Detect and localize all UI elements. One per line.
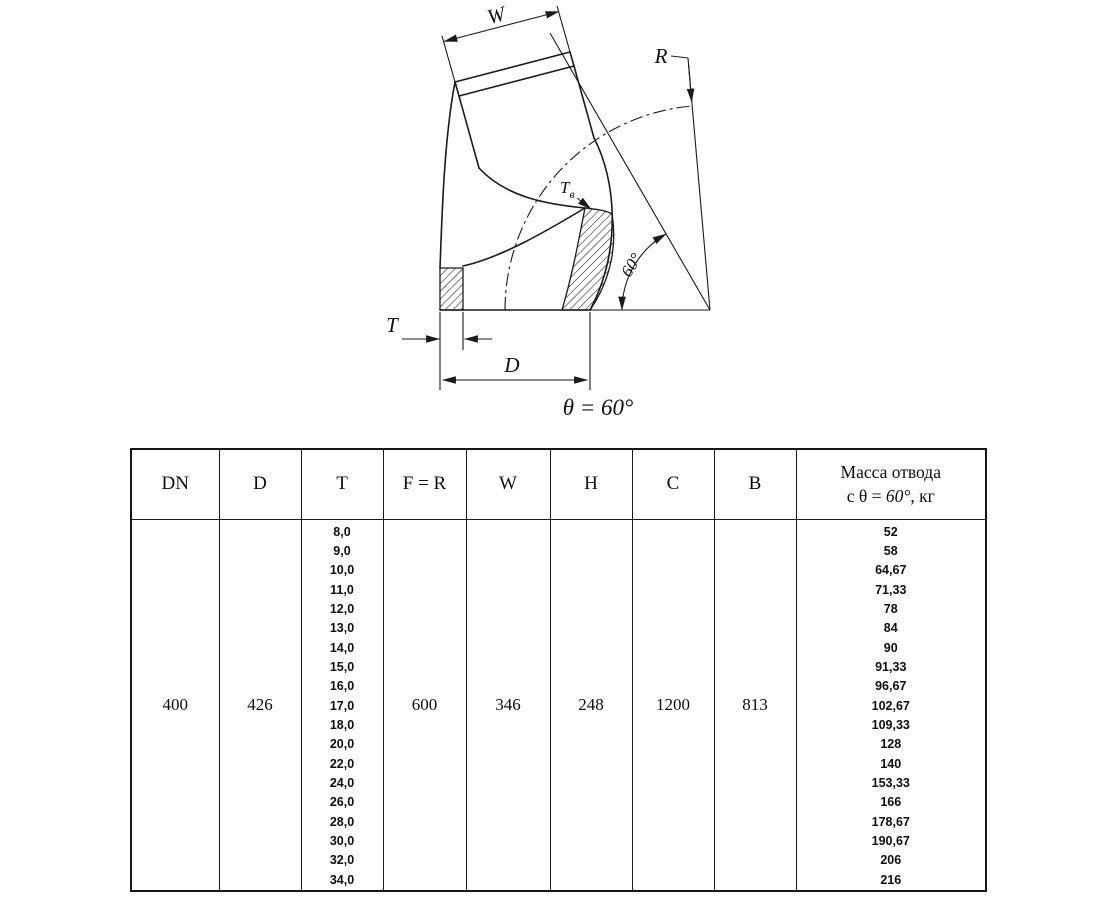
dim-label-t: T xyxy=(386,313,399,337)
t-value: 17,0 xyxy=(329,698,355,713)
mass-value: 128 xyxy=(880,737,902,752)
mass-value: 102,67 xyxy=(871,698,910,713)
t-value: 26,0 xyxy=(329,795,355,810)
elbow-outline xyxy=(439,51,614,311)
mass-value: 96,67 xyxy=(875,679,907,694)
dimension-w xyxy=(441,5,571,83)
data-row: 400 426 8,0 9,0 10,0 11,0 12,0 13,0 14,0 15,0 16… xyxy=(130,518,987,892)
mass-value: 153,33 xyxy=(871,775,910,790)
mass-header-line1: Масса отвода xyxy=(840,461,941,482)
dimension-r xyxy=(686,63,695,103)
dim-label-tb-sub: в xyxy=(569,187,574,201)
t-value: 8,0 xyxy=(333,524,351,539)
table-wrap: DN D T F = R W H C B Масса отвода с θ = … xyxy=(130,448,987,893)
mass-header-pre: с θ = xyxy=(846,486,886,507)
col-header-fr: F = R xyxy=(382,448,467,520)
mass-value: 178,67 xyxy=(871,814,910,829)
cell-mass: 52 58 64,67 71,33 78 84 90 91,33 96,67 102,67 109,… xyxy=(795,518,987,892)
dimension-tb xyxy=(576,197,592,210)
mass-value: 166 xyxy=(880,795,902,810)
mass-value: 84 xyxy=(883,621,898,636)
col-header-h: H xyxy=(549,448,633,520)
t-value: 30,0 xyxy=(329,834,355,848)
dim-label-d: D xyxy=(503,353,519,377)
t-values-list: 8,0 9,0 10,0 11,0 12,0 13,0 14,0 15,0 16,0 17,0 18… xyxy=(302,520,383,891)
t-value: 24,0 xyxy=(329,775,355,790)
col-header-w: W xyxy=(465,448,551,520)
dim-label-r: R xyxy=(654,44,668,68)
t-value: 18,0 xyxy=(329,717,355,732)
dim-label-w: W xyxy=(485,1,511,29)
col-header-d: D xyxy=(218,448,302,520)
t-value: 11,0 xyxy=(330,582,354,597)
mass-header-post: , кг xyxy=(910,486,935,507)
t-value: 32,0 xyxy=(329,853,355,868)
col-header-dn: DN xyxy=(130,448,220,520)
t-value: 16,0 xyxy=(329,679,355,694)
dimensions-table: DN D T F = R W H C B Масса отвода с θ = … xyxy=(130,448,987,893)
col-header-t: T xyxy=(300,448,384,520)
mass-header-line2: с θ = 60°, кг xyxy=(797,484,986,509)
col-header-b: B xyxy=(713,448,797,520)
dimension-t xyxy=(402,312,492,390)
mass-value: 140 xyxy=(880,756,902,771)
cell-t: 8,0 9,0 10,0 11,0 12,0 13,0 14,0 15,0 16,0 17,0 18… xyxy=(300,518,384,892)
angle-arc xyxy=(618,233,667,311)
dim-label-tb-main: T xyxy=(560,178,571,197)
cell-dn: 400 xyxy=(130,518,220,892)
t-value: 9,0 xyxy=(333,543,351,558)
centerline-arc xyxy=(504,105,693,311)
mass-value: 58 xyxy=(883,543,898,558)
dimension-d xyxy=(441,312,591,390)
mass-value: 190,67 xyxy=(871,834,910,848)
col-header-mass: Масса отвода с θ = 60°, кг xyxy=(795,448,987,520)
hatch-section-inner xyxy=(561,207,615,311)
cell-h: 248 xyxy=(549,518,633,892)
mass-header-angle: 60° xyxy=(885,486,911,507)
t-value: 14,0 xyxy=(329,640,355,655)
mass-value: 71,33 xyxy=(875,582,907,597)
dim-label-tb: Tв xyxy=(560,178,575,201)
t-value: 22,0 xyxy=(329,756,355,771)
cell-b: 813 xyxy=(713,518,797,892)
t-value: 10,0 xyxy=(329,563,355,578)
t-value: 13,0 xyxy=(329,621,355,636)
mass-value: 52 xyxy=(883,524,898,539)
mass-values-list: 52 58 64,67 71,33 78 84 90 91,33 96,67 102,67 109,… xyxy=(797,520,986,891)
t-value: 12,0 xyxy=(329,601,355,616)
mass-value: 64,67 xyxy=(875,563,907,578)
cell-fr: 600 xyxy=(382,518,467,892)
elbow-drawing: W R T D Tв 60° θ = 60° xyxy=(386,1,711,420)
mass-value: 206 xyxy=(880,853,902,868)
mass-value: 90 xyxy=(883,640,898,655)
mass-value: 109,33 xyxy=(871,717,910,732)
drawing-caption: θ = 60° xyxy=(563,395,634,420)
t-value: 34,0 xyxy=(329,872,355,887)
mass-value: 216 xyxy=(880,872,902,887)
t-value: 28,0 xyxy=(329,814,355,829)
col-header-c: C xyxy=(631,448,715,520)
hatch-section-left xyxy=(439,267,464,311)
mass-value: 78 xyxy=(883,601,898,616)
t-value: 15,0 xyxy=(329,659,355,674)
cell-d: 426 xyxy=(218,518,302,892)
t-value: 20,0 xyxy=(329,737,355,752)
mass-value: 91,33 xyxy=(875,659,907,674)
cell-c: 1200 xyxy=(631,518,715,892)
cell-w: 346 xyxy=(465,518,551,892)
header-row: DN D T F = R W H C B Масса отвода с θ = … xyxy=(130,448,987,520)
